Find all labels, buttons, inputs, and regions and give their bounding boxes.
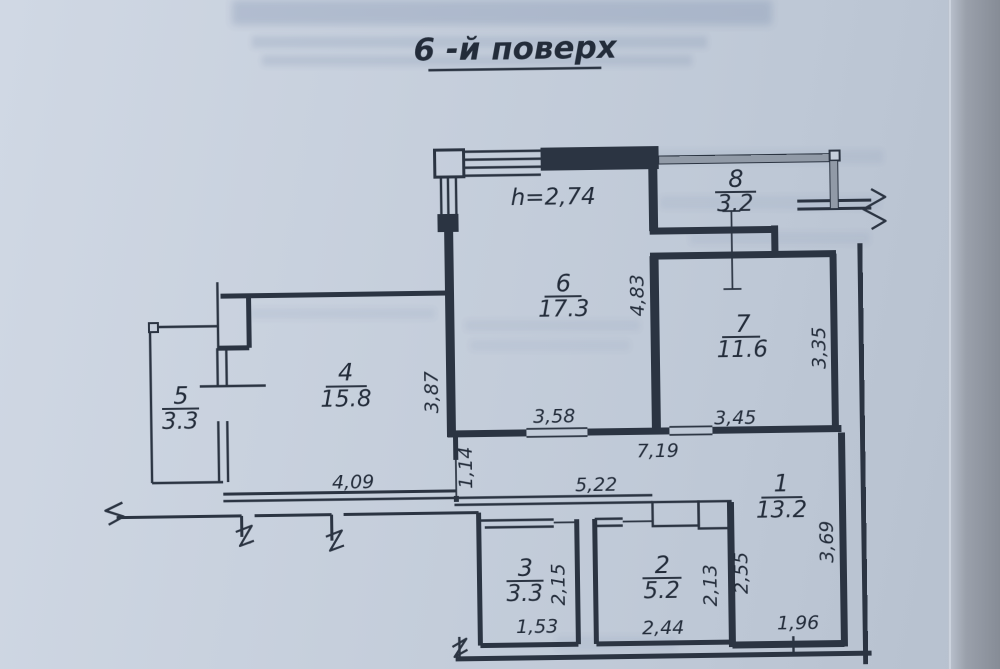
balcony-corner-post (828, 149, 841, 162)
fraction-line (642, 576, 682, 580)
room-labels: 1 13.2 2 5.2 3 3.3 4 15.8 5 (162, 165, 808, 608)
page-edge-shadow (948, 0, 1000, 669)
dim-2-13: 2,13 (699, 564, 722, 607)
room-2-area: 5.2 (643, 578, 680, 605)
dimension-labels: h=2,74 4,83 3,87 3,58 3,45 3,35 7,19 1,1… (332, 184, 839, 640)
fraction-line (325, 385, 367, 388)
break-symbol (862, 188, 887, 231)
bleed-row (262, 55, 692, 66)
bleed-row (465, 320, 640, 331)
bleed-row (232, 0, 772, 25)
bleed-row (690, 232, 870, 244)
room-2-label: 2 5.2 (642, 551, 682, 605)
dim-1-53: 1,53 (516, 615, 559, 638)
dim-3-58: 3,58 (533, 405, 576, 428)
room-4-label: 4 15.8 (320, 358, 372, 413)
floor-title: 6 -й поверх (413, 30, 618, 69)
room-3-area: 3.3 (506, 581, 543, 608)
bleed-row (250, 308, 435, 319)
room-3-number: 3 (518, 554, 534, 582)
fraction-line (506, 579, 544, 583)
room-7-area: 11.6 (717, 337, 769, 364)
room-8-label: 8 3.2 (715, 165, 757, 218)
bleed-row (470, 340, 630, 351)
break-symbol (451, 637, 469, 659)
room-1-label: 1 13.2 (756, 469, 808, 524)
balcony-rail-top (658, 153, 832, 165)
room-4-number: 4 (338, 358, 354, 386)
break-symbol (104, 501, 125, 526)
balcony-rail-right (829, 160, 839, 210)
wall-thin (148, 149, 795, 659)
room-6-label: 6 17.3 (538, 269, 590, 323)
wall-filled (540, 146, 659, 171)
room-6-area: 17.3 (538, 296, 590, 323)
room-1-number: 1 (773, 469, 789, 497)
wall-medium (447, 225, 848, 649)
room-3-label: 3 3.3 (506, 554, 544, 608)
fraction-line (722, 335, 761, 339)
fraction-line (544, 295, 582, 298)
dim-3-35: 3,35 (808, 327, 831, 370)
wall-light (217, 243, 872, 665)
bleed-through-text (232, 0, 883, 650)
break-symbol (235, 524, 255, 548)
floor-title-underline (428, 66, 602, 72)
room-6-number: 6 (556, 269, 572, 297)
room-5-number: 5 (173, 382, 189, 410)
dim-3-45: 3,45 (714, 407, 757, 430)
dim-1-14: 1,14 (455, 446, 478, 489)
shaft-box (697, 499, 733, 530)
fraction-line (761, 496, 803, 499)
dim-3-69: 3,69 (816, 520, 839, 563)
dim-7-19: 7,19 (636, 440, 679, 463)
dim-2-44: 2,44 (642, 617, 685, 640)
dim-4-09: 4,09 (332, 471, 375, 494)
fraction-line (715, 190, 757, 194)
fraction-line (162, 407, 200, 410)
walls (104, 146, 887, 665)
wall-thick (444, 166, 661, 438)
room-2-number: 2 (654, 551, 670, 579)
door-opening-lines (454, 210, 742, 524)
room-7-number: 7 (735, 310, 751, 338)
ceiling-height-label: h=2,74 (510, 184, 595, 211)
dim-5-22: 5,22 (575, 474, 618, 497)
room-8-number: 8 (728, 165, 744, 193)
bleed-row (252, 36, 707, 48)
room-4-area: 15.8 (320, 386, 372, 413)
dim-3-87: 3,87 (421, 371, 444, 414)
balcony-corner-post (147, 322, 160, 334)
break-symbol (325, 529, 345, 552)
dim-2-15: 2,15 (547, 563, 570, 606)
room-7-label: 7 11.6 (717, 310, 769, 364)
room-5-label: 5 3.3 (162, 382, 200, 435)
corner-block (432, 148, 466, 179)
dim-4-83: 4,83 (626, 274, 649, 317)
room-5-area: 3.3 (162, 408, 199, 435)
floor-plan: 6 -й поверх (104, 30, 887, 665)
dim-1-96: 1,96 (777, 612, 820, 635)
room-8-area: 3.2 (717, 191, 754, 218)
shaft-box (651, 500, 700, 528)
wall-filled-small (437, 213, 459, 233)
dim-2-55: 2,55 (730, 552, 753, 595)
room-1-area: 13.2 (756, 497, 808, 524)
